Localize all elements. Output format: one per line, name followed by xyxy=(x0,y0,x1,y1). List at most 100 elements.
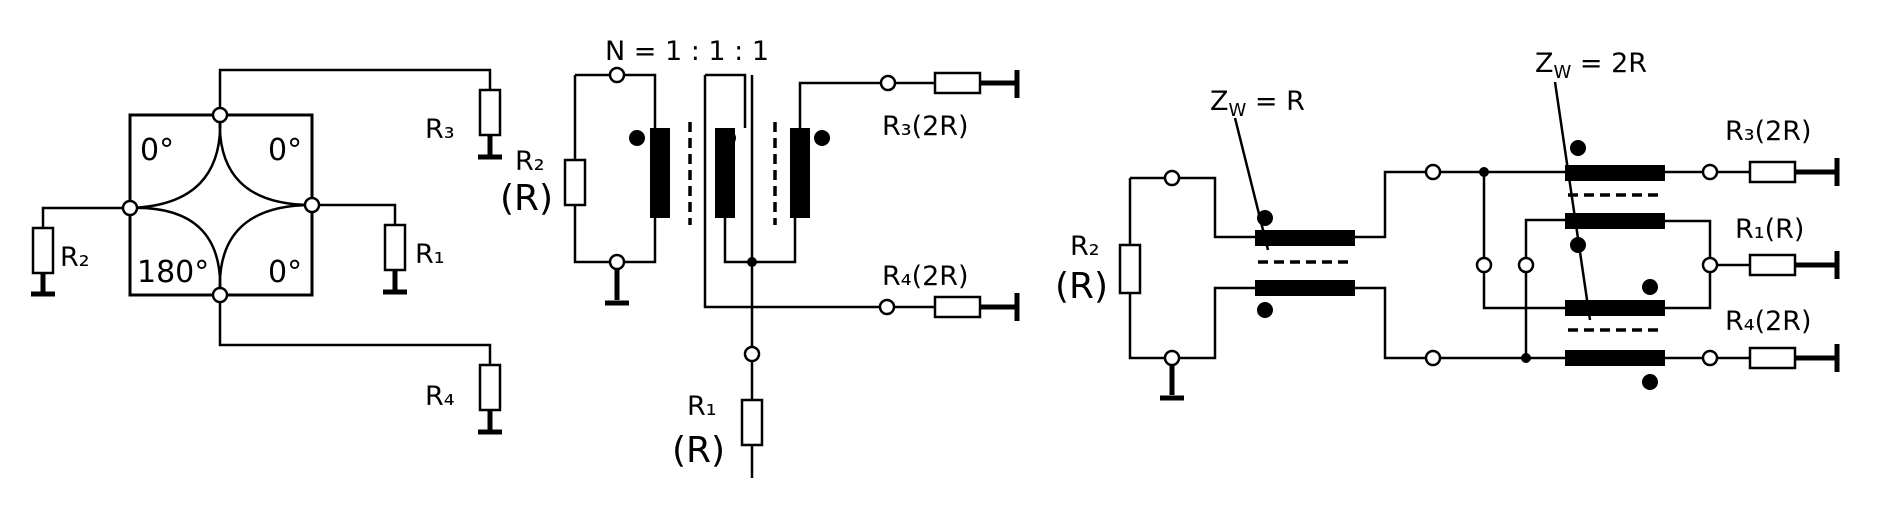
lead-line2-out xyxy=(1355,286,1426,360)
lead-out-r1-top xyxy=(1665,219,1712,258)
resistor-r1 xyxy=(383,223,407,272)
resistor-r2 xyxy=(31,226,55,275)
terminal-source-top xyxy=(1163,169,1181,187)
lead-r2 xyxy=(41,206,130,228)
label-r4: R₄(2R) xyxy=(1725,306,1812,337)
ground-r4 xyxy=(478,410,502,435)
pointer-zw2 xyxy=(1553,81,1592,321)
lead-cross-top-bottom xyxy=(1482,272,1565,310)
ground-source xyxy=(1160,365,1184,401)
port-left xyxy=(121,199,139,217)
label-r1: R₁ xyxy=(415,239,445,270)
lead-r3 xyxy=(218,68,492,115)
lead-out-r1-bottom xyxy=(1665,272,1712,310)
ground-r3 xyxy=(980,70,1020,98)
port-bottom xyxy=(211,286,229,304)
line3-dot-bottom xyxy=(1642,374,1658,390)
lead-r2-bottom xyxy=(1128,293,1165,360)
line2-dot-bottom xyxy=(1570,237,1586,253)
lead-primary-bottom xyxy=(624,210,657,264)
ground-r3 xyxy=(478,135,502,160)
terminal-primary-bottom xyxy=(608,253,626,271)
resistor-r1 xyxy=(740,398,764,447)
winding-3 xyxy=(790,128,810,218)
label-r3: R₃ xyxy=(425,114,455,145)
label-r1: R₁ xyxy=(687,391,717,422)
label-zw2: ZW = 2R xyxy=(1535,48,1647,83)
line2-conductor-b xyxy=(1565,213,1665,229)
terminal-source-bottom xyxy=(1163,349,1181,367)
ground-r2 xyxy=(31,273,55,297)
terminal-r3 xyxy=(1701,163,1719,181)
terminal-r1 xyxy=(743,345,761,363)
terminal-r3 xyxy=(879,74,897,92)
phase-bottom-right: 0° xyxy=(268,255,302,290)
terminal-mid-top xyxy=(1424,163,1442,181)
label-r1-value: (R) xyxy=(672,430,725,471)
terminal-r4 xyxy=(1701,349,1719,367)
line2-conductor-a xyxy=(1565,165,1665,181)
ground-r1 xyxy=(383,270,407,295)
label-r3: R₃(2R) xyxy=(1725,116,1812,147)
lead-cross-bottom-top xyxy=(1524,218,1565,258)
turns-ratio-label: N = 1 : 1 : 1 xyxy=(605,36,769,67)
lead-line1-in xyxy=(1179,176,1255,239)
terminal-cross-2 xyxy=(1517,256,1535,274)
winding-1 xyxy=(650,128,670,218)
resistor-r3 xyxy=(478,88,502,137)
resistor-r4 xyxy=(933,295,982,319)
lead-line1-out xyxy=(1355,170,1426,239)
line1-dot-bottom xyxy=(1257,302,1273,318)
lead-winding2-top xyxy=(705,73,747,128)
resistor-r3 xyxy=(1748,160,1797,184)
pointer-zw1 xyxy=(1233,117,1270,251)
lead-winding3-top xyxy=(798,81,882,128)
lead-winding3-bottom xyxy=(752,218,797,264)
resistor-r4 xyxy=(478,363,502,412)
lead-primary-top-right xyxy=(624,73,657,128)
port-right xyxy=(303,196,321,214)
line3-dot-top xyxy=(1642,279,1658,295)
label-r4: R₄(2R) xyxy=(882,261,969,292)
label-zw1: ZW = R xyxy=(1210,86,1305,121)
label-r2-value: (R) xyxy=(500,178,553,219)
terminal-cross-1 xyxy=(1475,256,1493,274)
polarity-dot-3 xyxy=(814,130,830,146)
label-r2: R₂ xyxy=(60,242,90,273)
figure-b: N = 1 : 1 : 1 R₃ xyxy=(500,36,1020,478)
ring-arc-br xyxy=(218,203,313,296)
ground-primary xyxy=(605,269,629,306)
lead-winding2-return xyxy=(703,75,880,309)
label-r2: R₂ xyxy=(515,146,545,177)
label-r2: R₂ xyxy=(1070,231,1100,262)
figure-a: 0° 0° 180° 0° R₃ R₁ R₂ R₄ xyxy=(31,68,502,435)
phase-bottom-left: 180° xyxy=(137,255,209,290)
terminal-mid-bottom xyxy=(1424,349,1442,367)
polarity-dot-1 xyxy=(629,130,645,146)
line1-dot-top xyxy=(1257,210,1273,226)
ground-r4 xyxy=(980,293,1020,321)
ground-r4 xyxy=(1795,344,1840,372)
line2-dot-top xyxy=(1570,140,1586,156)
lead-winding2-bottom xyxy=(723,218,752,264)
port-top xyxy=(211,106,229,124)
winding-2 xyxy=(715,128,735,218)
resistor-r4 xyxy=(1748,346,1797,370)
line1-conductor-bottom xyxy=(1255,280,1355,296)
resistor-r3 xyxy=(933,71,982,95)
phase-top-left: 0° xyxy=(140,133,174,168)
lead-r1 xyxy=(312,203,397,225)
resistor-r2 xyxy=(563,158,587,207)
phase-top-right: 0° xyxy=(268,133,302,168)
line3-conductor-a xyxy=(1565,300,1665,316)
terminal-r4 xyxy=(878,298,896,316)
lead-r4 xyxy=(218,295,492,365)
resistor-r2 xyxy=(1118,243,1142,295)
label-r1: R₁(R) xyxy=(1735,214,1804,245)
resistor-r1 xyxy=(1748,253,1797,277)
ring-arc-tr xyxy=(218,114,313,207)
lead-r2-bottom xyxy=(573,205,610,264)
label-r3: R₃(2R) xyxy=(882,111,969,142)
terminal-r1 xyxy=(1701,256,1719,274)
